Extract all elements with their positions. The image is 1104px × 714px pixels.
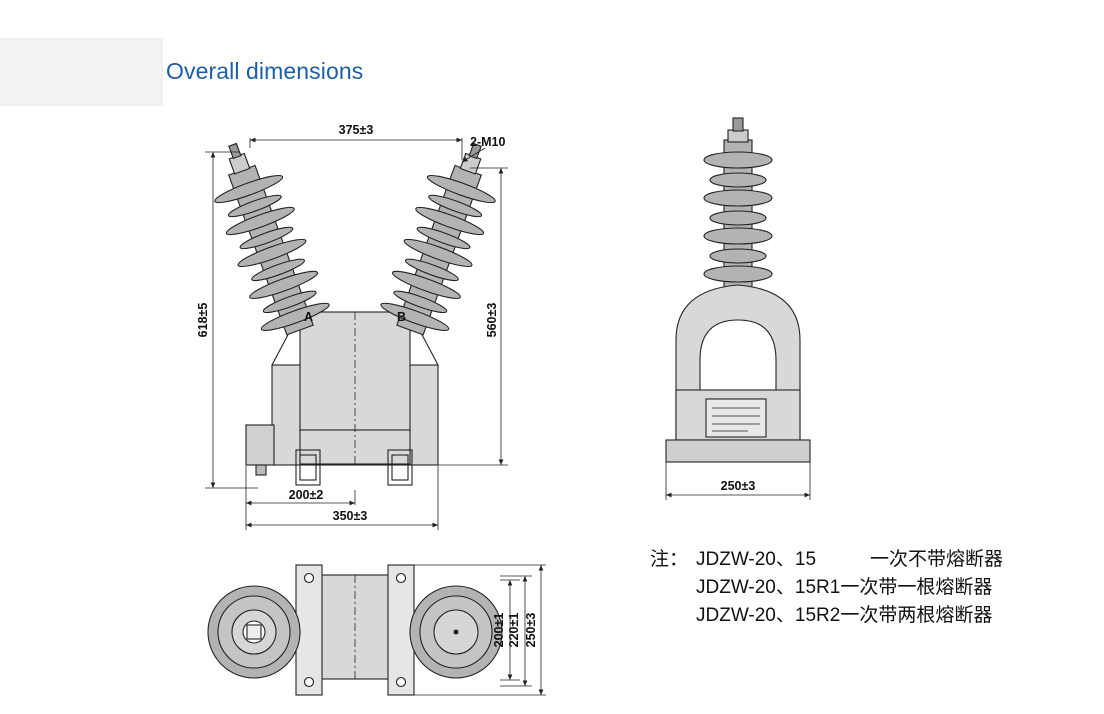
note-desc: 一次不带熔断器 (870, 549, 1004, 570)
side-view (665, 117, 811, 500)
top-right-bushing (409, 585, 503, 679)
height-inner-label: 560±3 (485, 303, 499, 338)
notes-block: 注： JDZW-20、15 一次不带熔断器 JDZW-20、15R1一次带一根熔断器… (650, 546, 1003, 630)
note-model: JDZW-20、15R1 (696, 577, 841, 598)
dim-height-total-line (205, 151, 258, 489)
top-body (295, 564, 415, 696)
top-dim-3-label: 250±3 (524, 613, 538, 648)
dim-height-inner-line (415, 167, 508, 466)
side-base-label: 250±3 (721, 479, 756, 493)
right-insulator (380, 142, 496, 336)
dim-top-line (249, 137, 486, 163)
top-dim-1-label: 200±1 (492, 613, 506, 648)
top-view (207, 564, 546, 696)
top-dim-2-label: 220±1 (507, 613, 521, 648)
side-body (665, 284, 811, 463)
thread-label: 2-M10 (470, 135, 505, 149)
dim-base-inner-line (245, 466, 356, 530)
dim-top-view-lines (414, 564, 546, 696)
mounting-feet (295, 449, 413, 486)
note-label: 注： (650, 549, 689, 570)
base-outer-label: 350±3 (333, 509, 368, 523)
note-desc: 一次带一根熔断器 (840, 577, 993, 598)
note-model: JDZW-20、15R2 (696, 605, 841, 626)
top-left-bushing (207, 585, 301, 679)
left-insulator (214, 142, 330, 336)
terminal-a-label: A (304, 310, 313, 324)
note-row: 注： JDZW-20、15 一次不带熔断器 (650, 546, 1003, 574)
dim-top-label: 375±3 (339, 123, 374, 137)
note-row: JDZW-20、15R2一次带两根熔断器 (650, 602, 1003, 630)
note-row: JDZW-20、15R1一次带一根熔断器 (650, 574, 1003, 602)
note-model: JDZW-20、15 (696, 549, 817, 570)
terminal-b-label: B (397, 310, 406, 324)
title-band (0, 38, 163, 106)
dim-base-outer-line (246, 466, 439, 530)
side-insulator (703, 117, 773, 291)
base-inner-label: 200±2 (289, 488, 324, 502)
page-title: Overall dimensions (166, 58, 364, 84)
note-desc: 一次带两根熔断器 (840, 605, 993, 626)
front-view (205, 137, 508, 530)
height-total-label: 618±5 (196, 303, 210, 338)
dim-side-base-line (665, 462, 811, 500)
